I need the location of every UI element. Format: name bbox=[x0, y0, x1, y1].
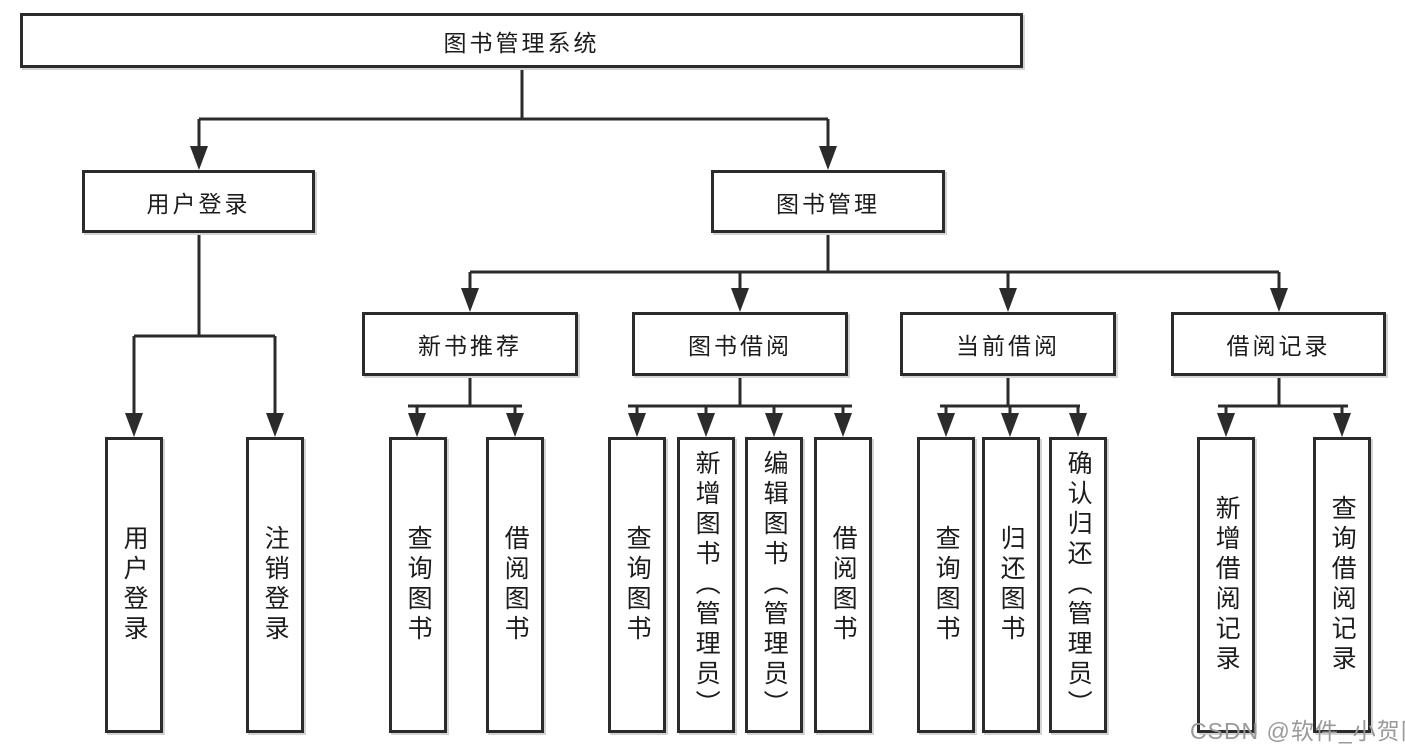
arrowhead bbox=[834, 413, 852, 437]
leaf-add-borrow-record: 新增借阅记录 bbox=[1197, 437, 1255, 733]
arrowhead bbox=[1001, 413, 1019, 437]
leaf-user-login: 用户登录 bbox=[105, 437, 163, 733]
leaf-borrow-books-recommend-label: 借阅图书 bbox=[501, 525, 530, 645]
leaf-edit-books-admin: 编辑图书（管理员） bbox=[745, 437, 803, 733]
leaf-confirm-return-admin-label: 确认归还（管理员） bbox=[1064, 450, 1093, 720]
leaf-query-books-recommend: 查询图书 bbox=[389, 437, 447, 733]
arrowhead bbox=[819, 146, 837, 170]
connector-path bbox=[132, 68, 1348, 415]
node-book-borrowing: 图书借阅 bbox=[632, 312, 848, 376]
node-new-book-recommendation-label: 新书推荐 bbox=[418, 333, 522, 359]
arrowhead bbox=[1270, 288, 1288, 312]
leaf-add-books-admin: 新增图书（管理员） bbox=[677, 437, 735, 733]
leaf-query-borrow-record: 查询借阅记录 bbox=[1313, 437, 1371, 733]
arrowhead bbox=[937, 413, 955, 437]
watermark-text: CSDN @软件_小贺同学 bbox=[1190, 718, 1405, 744]
leaf-borrow-books: 借阅图书 bbox=[814, 437, 872, 733]
leaf-query-borrow-record-label: 查询借阅记录 bbox=[1328, 495, 1357, 675]
leaf-query-books-current: 查询图书 bbox=[917, 437, 975, 733]
leaf-return-books-label: 归还图书 bbox=[997, 525, 1026, 645]
node-current-borrowing-label: 当前借阅 bbox=[956, 333, 1060, 359]
leaf-edit-books-admin-label: 编辑图书（管理员） bbox=[760, 450, 789, 720]
arrowhead bbox=[628, 413, 646, 437]
arrowhead bbox=[461, 288, 479, 312]
arrowhead bbox=[190, 146, 208, 170]
node-borrowing-records-label: 借阅记录 bbox=[1226, 333, 1331, 359]
node-new-book-recommendation: 新书推荐 bbox=[362, 312, 578, 376]
root-node-label: 图书管理系统 bbox=[443, 29, 600, 56]
arrowhead bbox=[1333, 413, 1351, 437]
leaf-query-books-current-label: 查询图书 bbox=[932, 525, 961, 645]
arrowhead bbox=[506, 413, 524, 437]
arrowhead bbox=[765, 413, 783, 437]
node-current-borrowing: 当前借阅 bbox=[900, 312, 1116, 376]
arrowhead bbox=[731, 288, 749, 312]
arrowhead bbox=[697, 413, 715, 437]
arrowhead bbox=[266, 413, 284, 437]
node-book-management: 图书管理 bbox=[711, 170, 945, 233]
leaf-add-books-admin-label: 新增图书（管理员） bbox=[692, 450, 721, 720]
leaf-user-login-label: 用户登录 bbox=[120, 525, 149, 645]
node-book-management-label: 图书管理 bbox=[776, 190, 880, 217]
leaf-query-books-recommend-label: 查询图书 bbox=[404, 525, 433, 645]
arrowhead bbox=[1217, 413, 1235, 437]
leaf-logout: 注销登录 bbox=[246, 437, 304, 733]
leaf-borrow-books-recommend: 借阅图书 bbox=[486, 437, 544, 733]
node-user-login-label: 用户登录 bbox=[146, 190, 251, 217]
leaf-borrow-books-label: 借阅图书 bbox=[829, 525, 858, 645]
root-node: 图书管理系统 bbox=[20, 13, 1023, 68]
arrowheads bbox=[125, 146, 1351, 437]
leaf-confirm-return-admin: 确认归还（管理员） bbox=[1049, 437, 1107, 733]
leaf-add-borrow-record-label: 新增借阅记录 bbox=[1212, 495, 1241, 675]
leaf-query-books-borrow-label: 查询图书 bbox=[623, 525, 652, 645]
arrowhead bbox=[999, 288, 1017, 312]
leaf-logout-label: 注销登录 bbox=[261, 525, 290, 645]
leaf-return-books: 归还图书 bbox=[982, 437, 1040, 733]
arrowhead bbox=[408, 413, 426, 437]
node-user-login: 用户登录 bbox=[82, 170, 315, 233]
leaf-query-books-borrow: 查询图书 bbox=[608, 437, 666, 733]
node-borrowing-records: 借阅记录 bbox=[1171, 312, 1386, 376]
arrowhead bbox=[125, 413, 143, 437]
arrowhead bbox=[1069, 413, 1087, 437]
node-book-borrowing-label: 图书借阅 bbox=[688, 333, 792, 359]
